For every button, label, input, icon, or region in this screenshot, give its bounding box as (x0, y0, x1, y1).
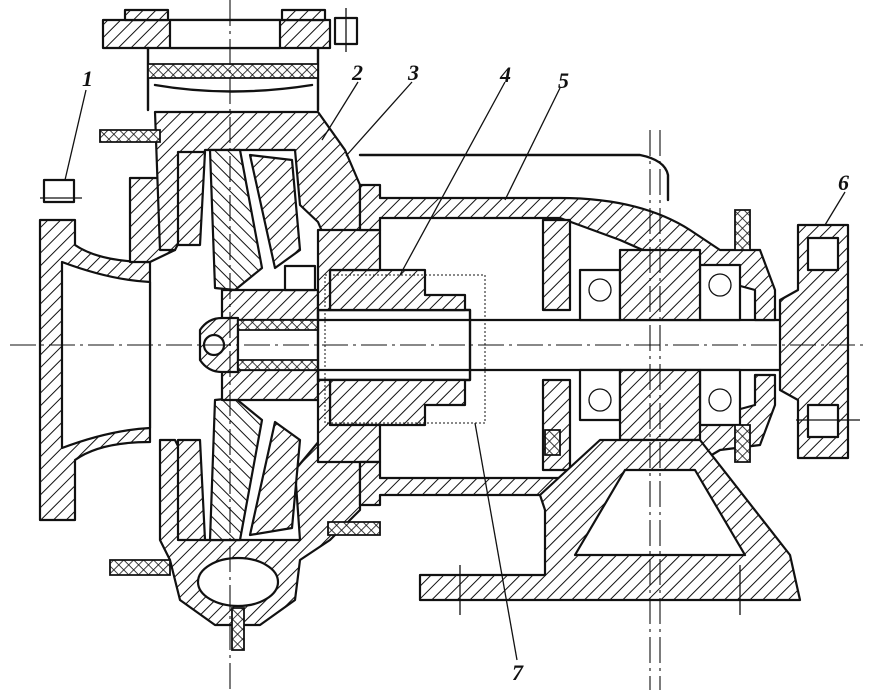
impeller (208, 148, 320, 542)
callout-4: 4 (499, 62, 511, 87)
discharge-flange (101, 8, 359, 112)
seal-cover (283, 228, 467, 464)
callout-7: 7 (512, 660, 524, 685)
callout-5: 5 (558, 68, 569, 93)
coupling-half (778, 223, 860, 460)
volute-casing (153, 110, 362, 627)
center-lines (10, 0, 865, 690)
callout-2: 2 (351, 60, 363, 85)
suction-inlet-flange (38, 176, 177, 522)
bolts (99, 129, 751, 651)
callout-3: 3 (407, 60, 419, 85)
callout-6: 6 (838, 170, 849, 195)
support-bracket (418, 438, 802, 615)
leader-lines (64, 81, 846, 661)
callout-labels: 1 2 3 4 5 6 7 (82, 60, 849, 685)
callout-1: 1 (82, 66, 93, 91)
detail-frame (324, 274, 486, 424)
